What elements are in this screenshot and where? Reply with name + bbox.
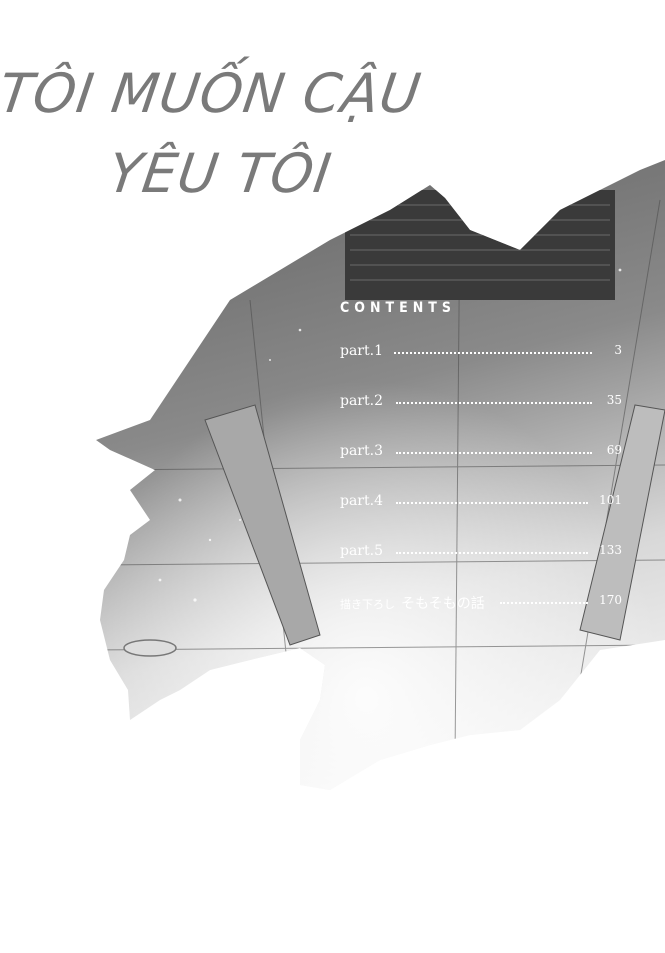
title-line-1: TÔI MUỐN CẬU: [0, 62, 425, 125]
toc-entry: part.5 133: [340, 543, 622, 563]
toc-entry: part.1 3: [340, 343, 622, 363]
toc-entry-page: 170: [599, 593, 622, 607]
toc-leader-dots: [396, 402, 592, 404]
toc-leader-dots: [500, 602, 588, 604]
toc-entry-label: 描き下ろしそもそもの話: [340, 593, 485, 613]
toc-leader-dots: [394, 352, 592, 354]
toc-leader-dots: [396, 502, 588, 504]
toc-entry-page: 69: [606, 443, 622, 457]
toc-entry-page: 101: [599, 493, 622, 507]
toc-entry-page: 133: [599, 543, 622, 557]
toc-entry: 描き下ろしそもそもの話 170: [340, 593, 622, 613]
toc-entry-page: 35: [606, 393, 622, 407]
title-line-2: YÊU TÔI: [104, 142, 336, 205]
toc-entry-page: 3: [614, 343, 622, 357]
toc-entry-label: part.2: [340, 393, 383, 409]
toc-entry-label: part.5: [340, 543, 383, 559]
toc-entry-label: part.3: [340, 443, 383, 459]
toc-leader-dots: [396, 552, 588, 554]
toc-entry-prefix: 描き下ろし: [340, 598, 395, 611]
contents-heading: CONTENTS: [340, 300, 456, 316]
toc-entry: part.2 35: [340, 393, 622, 413]
toc-entry-title: そもそもの話: [401, 596, 485, 612]
toc-entry: part.3 69: [340, 443, 622, 463]
toc-entry-label: part.1: [340, 343, 383, 359]
toc-entry-label: part.4: [340, 493, 383, 509]
toc-entry: part.4 101: [340, 493, 622, 513]
toc-leader-dots: [396, 452, 592, 454]
